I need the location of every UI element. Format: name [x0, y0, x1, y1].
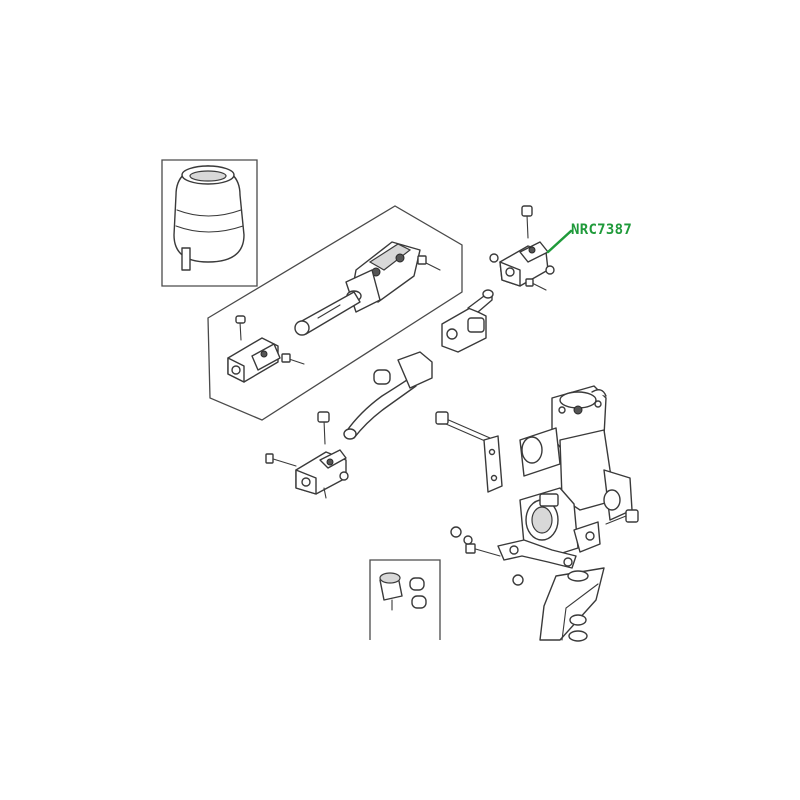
linkage-bolt	[465, 543, 501, 557]
callout-leader-line	[546, 229, 573, 254]
side-bolt	[605, 509, 639, 525]
intermediate-shaft	[294, 291, 361, 336]
center-yoke	[441, 289, 494, 353]
clamp-yoke-nrc7387	[489, 205, 555, 291]
ball-joint-inset	[369, 559, 441, 640]
inset-clamp-yoke	[227, 315, 305, 383]
shaft-inset-frame	[207, 205, 463, 421]
lower-clamp-yoke	[265, 411, 349, 499]
mounting-plate	[483, 435, 503, 493]
washers-right	[568, 614, 588, 642]
steering-box	[519, 385, 633, 561]
box-mounting-bolt	[435, 411, 493, 445]
part-number-label: NRC7387	[571, 222, 633, 238]
reservoir-inset	[161, 159, 258, 287]
shaft-bolt-upper	[417, 255, 441, 271]
steering-linkage-arm	[497, 539, 577, 569]
lower-shaft	[343, 351, 433, 440]
washers-left	[450, 526, 524, 586]
drop-arm	[539, 567, 605, 641]
